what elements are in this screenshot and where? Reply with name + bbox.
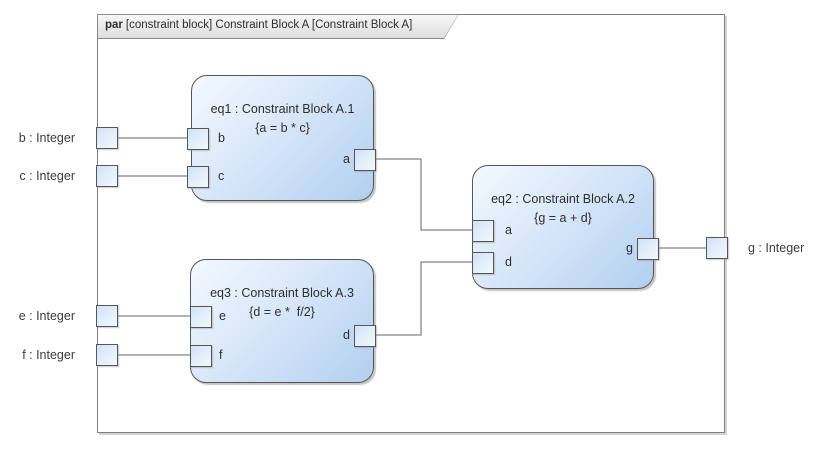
- port-eq3-e[interactable]: [190, 306, 212, 328]
- frame-port-label-e: e : Integer: [18, 309, 75, 323]
- frame-port-label-g: g : Integer: [748, 241, 805, 255]
- frame-port-e[interactable]: [96, 305, 118, 327]
- frame-port-f[interactable]: [96, 344, 118, 366]
- port-label-eq3-d: d: [343, 328, 350, 342]
- port-label-eq2-a: a: [505, 223, 512, 237]
- block-constraint-eq1: {a = b * c}: [255, 121, 310, 135]
- block-constraint-eq2: {g = a + d}: [534, 211, 592, 225]
- port-label-eq1-b: b: [218, 131, 225, 145]
- block-title-eq2: eq2 : Constraint Block A.2: [491, 192, 635, 206]
- frame-port-g[interactable]: [706, 237, 728, 259]
- port-eq1-b[interactable]: [187, 128, 209, 150]
- frame-port-b[interactable]: [96, 127, 118, 149]
- block-title-eq3: eq3 : Constraint Block A.3: [210, 286, 354, 300]
- port-label-eq1-c: c: [218, 169, 225, 183]
- frame-port-label-f: f : Integer: [22, 348, 75, 362]
- frame-port-label-b: b : Integer: [18, 131, 75, 145]
- constraint-block-eq1[interactable]: eq1 : Constraint Block A.1 {a = b * c} b…: [187, 75, 376, 201]
- connector-eq1a-to-eq2a[interactable]: [375, 158, 472, 231]
- port-eq3-f[interactable]: [190, 345, 212, 367]
- port-label-eq3-f: f: [219, 348, 223, 362]
- port-eq3-d[interactable]: [354, 325, 376, 347]
- port-label-eq1-a: a: [343, 152, 350, 166]
- port-eq2-a[interactable]: [472, 220, 494, 242]
- block-constraint-eq3: {d = e * f/2}: [249, 305, 315, 319]
- port-label-eq2-d: d: [505, 255, 512, 269]
- frame-tab-keyword: par: [105, 19, 123, 31]
- connector-eq3d-to-eq2d[interactable]: [375, 261, 472, 336]
- port-eq2-d[interactable]: [472, 252, 494, 274]
- frame-tab-title: [constraint block] Constraint Block A [C…: [125, 19, 413, 31]
- block-title-eq1: eq1 : Constraint Block A.1: [210, 102, 355, 116]
- constraint-block-eq2[interactable]: eq2 : Constraint Block A.2 {g = a + d} a…: [472, 165, 659, 289]
- port-eq2-g[interactable]: [637, 238, 659, 260]
- port-eq1-c[interactable]: [187, 166, 209, 188]
- frame-tab-label: par[constraint block] Constraint Block A…: [105, 19, 455, 35]
- frame-tab: [98, 15, 458, 38]
- frame-port-c[interactable]: [96, 165, 118, 187]
- frame-port-label-c: c : Integer: [19, 169, 75, 183]
- constraint-block-eq3[interactable]: eq3 : Constraint Block A.3 {d = e * f/2}…: [190, 259, 376, 383]
- port-label-eq3-e: e: [219, 309, 226, 323]
- port-label-eq2-g: g: [626, 241, 633, 255]
- port-eq1-a[interactable]: [354, 149, 376, 171]
